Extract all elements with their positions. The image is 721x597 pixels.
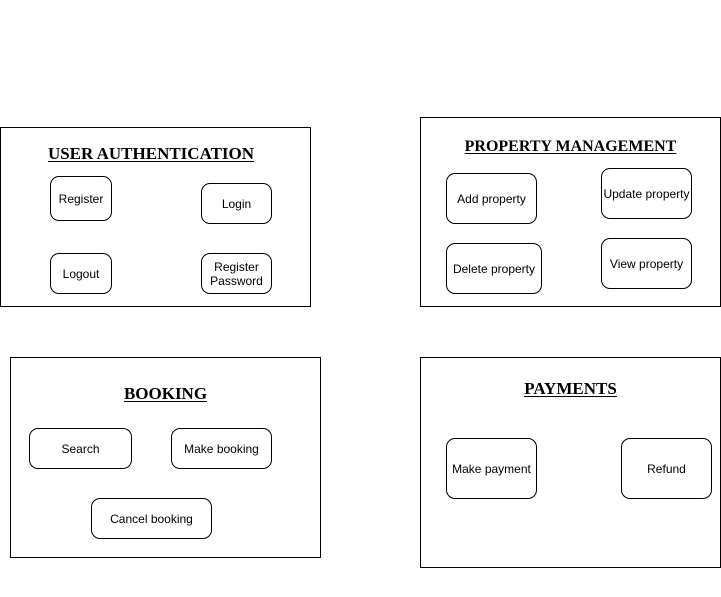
property-management-title: PROPERTY MANAGEMENT [464,138,677,155]
delete-property-node[interactable]: Delete property [446,243,542,294]
make-payment-node[interactable]: Make payment [446,438,537,499]
property-management-group: PROPERTY MANAGEMENT Add property Update … [420,117,721,307]
booking-group: BOOKING Search Make booking Cancel booki… [10,357,321,558]
search-node[interactable]: Search [29,428,132,469]
payments-title: PAYMENTS [524,379,617,398]
payments-group: PAYMENTS Make payment Refund [420,357,721,568]
register-password-node[interactable]: Register Password [201,253,272,294]
make-booking-node[interactable]: Make booking [171,428,272,469]
update-property-node[interactable]: Update property [601,168,692,219]
login-node[interactable]: Login [201,183,272,224]
cancel-booking-node[interactable]: Cancel booking [91,498,212,539]
view-property-node[interactable]: View property [601,238,692,289]
add-property-node[interactable]: Add property [446,173,537,224]
user-authentication-title: USER AUTHENTICATION [47,144,255,163]
register-node[interactable]: Register [50,176,112,221]
logout-node[interactable]: Logout [50,253,112,294]
user-authentication-group: USER AUTHENTICATION Register Login Logou… [0,127,311,307]
refund-node[interactable]: Refund [621,438,712,499]
booking-title: BOOKING [123,384,208,403]
